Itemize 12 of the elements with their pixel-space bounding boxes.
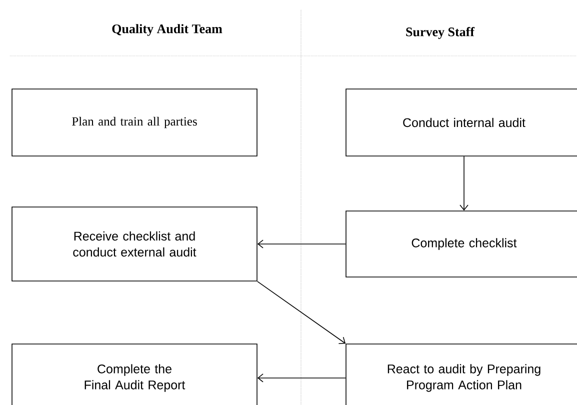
process-box: Receive checklist and conduct external audit [12, 206, 258, 282]
lane-heading: Survey Staff [406, 27, 475, 39]
arrow [257, 281, 346, 344]
process-box: React to audit by Preparing Program Action Plan [346, 344, 577, 405]
process-box: Complete the Final Audit Report [12, 344, 258, 405]
process-box: Conduct internal audit [346, 88, 577, 156]
process-box: Plan and train all parties [12, 88, 258, 156]
arrow [257, 374, 346, 382]
arrow [460, 156, 468, 211]
lane-heading: Quality Audit Team [112, 24, 222, 36]
process-box: Complete checklist [346, 210, 577, 278]
arrow [257, 240, 346, 248]
